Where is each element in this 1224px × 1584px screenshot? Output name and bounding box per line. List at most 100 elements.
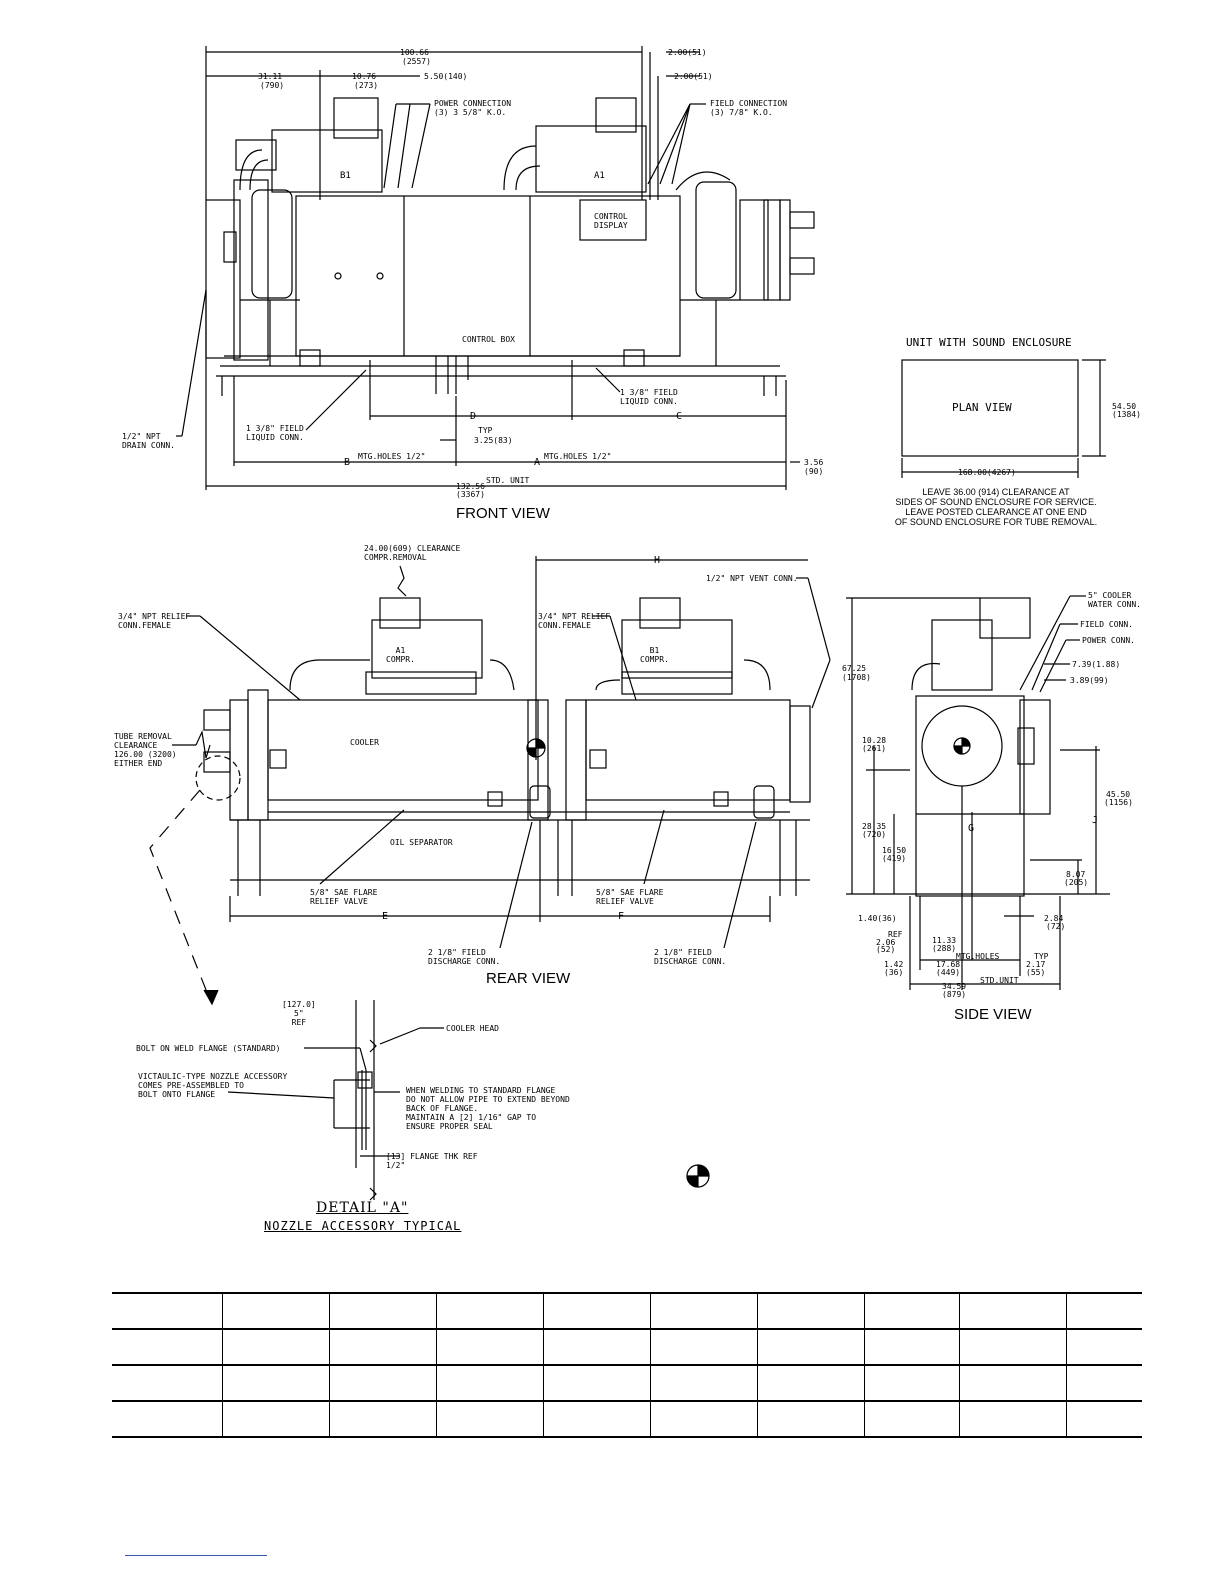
dim-mtg-a: MTG.HOLES 1/2": [544, 452, 612, 461]
footer-rule: [125, 1555, 267, 1556]
dim-side-d12: 1.42: [884, 960, 904, 969]
table-cell: [436, 1365, 544, 1402]
dim-overall-top: 100.66: [400, 48, 429, 57]
cooler-label: COOLER: [350, 738, 379, 747]
table-cell: [543, 1292, 651, 1330]
dim-side-d15-mm: (879): [942, 990, 967, 999]
table-cell: [222, 1292, 330, 1330]
dim-side-d15: 34.59: [942, 982, 967, 991]
dim-side-typ: TYP: [1034, 952, 1049, 961]
table-cell: [757, 1401, 865, 1438]
dimension-table: [112, 1292, 1142, 1438]
dim-side-d4: 45.50: [1106, 790, 1131, 799]
victaulic-callout: VICTAULIC-TYPE NOZZLE ACCESSORY COMES PR…: [138, 1072, 288, 1099]
dim-side-d10: 2.06: [876, 938, 896, 947]
front-view-title: FRONT VIEW: [456, 505, 550, 522]
control-display-label: CONTROL DISPLAY: [594, 212, 628, 230]
oil-separator-label: OIL SEPARATOR: [390, 838, 453, 847]
dim-side-d14: 2.17: [1026, 960, 1046, 969]
table-cell: [436, 1292, 544, 1330]
dim-side-d2: 3.89(99): [1070, 676, 1109, 685]
dim-std-unit: STD. UNIT: [486, 476, 530, 485]
compressor-a1-label: A1: [594, 171, 605, 181]
bolt-flange-callout: BOLT ON WELD FLANGE (STANDARD): [136, 1044, 281, 1053]
b1-compr-label: B1 COMPR.: [640, 646, 669, 664]
dim-b: B: [344, 457, 351, 468]
table-cell: [222, 1329, 330, 1366]
dim-e: E: [382, 911, 389, 922]
table-cell: [543, 1329, 651, 1366]
dim-side-d4-mm: (1156): [1104, 798, 1133, 807]
flare-relief-right-callout: 5/8" SAE FLARE RELIEF VALVE: [596, 888, 664, 906]
dim-side-d9-mm: (72): [1046, 922, 1066, 931]
dim-overall-top-mm: (2557): [402, 57, 431, 66]
dim-a: A: [534, 457, 541, 468]
dim-overall: 132.56: [456, 482, 485, 491]
table-cell: [650, 1292, 758, 1330]
table-cell: [757, 1329, 865, 1366]
dim-side-d10-mm: (52): [876, 945, 896, 954]
dim-side-d3-mm: (261): [862, 744, 887, 753]
table-row: [112, 1401, 1142, 1438]
dim-mtg-b: MTG.HOLES 1/2": [358, 452, 426, 461]
table-cell: [757, 1292, 865, 1330]
dim-j: J: [1092, 815, 1099, 826]
table-cell: [112, 1292, 223, 1330]
table-cell: [329, 1365, 437, 1402]
dim-gap: 5.50(140): [424, 72, 468, 81]
table-cell: [959, 1401, 1067, 1438]
plan-width: 168.00(4267): [958, 468, 1016, 477]
table-cell: [222, 1401, 330, 1438]
dim-mid-offset: 10.76: [352, 72, 377, 81]
dim-side-d3: 10.28: [862, 736, 887, 745]
table-cell: [650, 1401, 758, 1438]
compressor-b1-label: B1: [340, 171, 351, 181]
dim-side-d5-mm: (720): [862, 830, 887, 839]
dim-side-d9: 2.84: [1044, 914, 1064, 923]
clearance-note: LEAVE 36.00 (914) CLEARANCE AT SIDES OF …: [894, 487, 1098, 527]
cooler-head-callout: COOLER HEAD: [446, 1024, 499, 1033]
detail-a-title: DETAIL "A": [316, 1200, 409, 1216]
dim-side-d11-mm: (288): [932, 944, 957, 953]
table-cell: [329, 1401, 437, 1438]
table-cell: [864, 1401, 960, 1438]
table-cell: [543, 1401, 651, 1438]
detail-a-subtitle: NOZZLE ACCESSORY TYPICAL: [264, 1219, 462, 1233]
dim-c: C: [676, 411, 683, 422]
table-cell: [1066, 1329, 1142, 1366]
detail-ref: [127.0] 5" REF: [282, 1000, 316, 1027]
plan-depth-mm: (1384): [1112, 410, 1141, 419]
table-cell: [959, 1365, 1067, 1402]
dim-side-d14-mm: (55): [1026, 968, 1046, 977]
dim-h: H: [654, 555, 661, 566]
table-cell: [650, 1329, 758, 1366]
front-view-drawing: [176, 46, 815, 490]
plan-view-label: PLAN VIEW: [952, 401, 1012, 414]
vent-conn-callout: 1/2" NPT VENT CONN.: [706, 574, 798, 583]
table-cell: [112, 1401, 223, 1438]
compr-removal-clearance: 24.00(609) CLEARANCE COMPR.REMOVAL: [364, 544, 461, 562]
flare-relief-left-callout: 5/8" SAE FLARE RELIEF VALVE: [310, 888, 378, 906]
field-connection-callout: FIELD CONNECTION (3) 7/8" K.O.: [710, 99, 788, 117]
a1-compr-label: A1 COMPR.: [386, 646, 415, 664]
table-cell: [864, 1365, 960, 1402]
dim-typ: TYP: [478, 426, 493, 435]
relief-conn-right-callout: 3/4" NPT RELIEF CONN.FEMALE: [538, 612, 611, 630]
dim-mid-offset-mm: (273): [354, 81, 379, 90]
table-cell: [543, 1365, 651, 1402]
dim-small: 3.25(83): [474, 436, 513, 445]
dim-side-d7-mm: (205): [1064, 878, 1089, 887]
dim-side-d8: 1.40(36): [858, 914, 897, 923]
dim-side-d12-mm: (36): [884, 968, 904, 977]
table-row: [112, 1329, 1142, 1366]
table-cell: [1066, 1401, 1142, 1438]
power-conn-callout: POWER CONN.: [1082, 636, 1135, 645]
discharge-right-callout: 2 1/8" FIELD DISCHARGE CONN.: [654, 948, 727, 966]
table-cell: [436, 1401, 544, 1438]
tube-removal-callout: TUBE REMOVAL CLEARANCE 126.00 (3200) EIT…: [114, 732, 177, 768]
dim-height-mm: (1708): [842, 673, 871, 682]
discharge-left-callout: 2 1/8" FIELD DISCHARGE CONN.: [428, 948, 501, 966]
dim-overall-mm: (3367): [456, 490, 485, 499]
liquid-conn-left-callout: 1 3/8" FIELD LIQUID CONN.: [246, 424, 304, 442]
